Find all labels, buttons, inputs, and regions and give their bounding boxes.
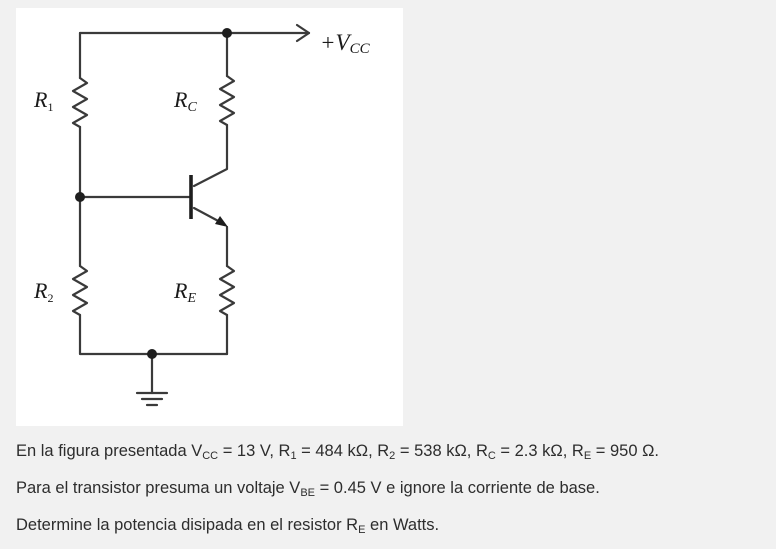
base-junction-dot [75, 192, 85, 202]
re-resistor [218, 264, 236, 317]
vcc-label: +VCC [320, 30, 371, 57]
emitter-arrowhead [215, 216, 228, 227]
rc-label: RC [173, 87, 197, 115]
r2-label: R2 [33, 278, 53, 305]
r2-bottom-wire [78, 313, 229, 356]
collector-wire [192, 123, 229, 188]
circuit-figure: +VCC R1 RC R2 RE [16, 8, 403, 426]
rc-resistor [218, 74, 236, 127]
ground-junction-dot [147, 349, 157, 359]
circuit-diagram: +VCC R1 RC R2 RE [33, 23, 371, 407]
problem-line-question: Determine la potencia disipada en el res… [16, 516, 440, 536]
problem-line-values: En la figura presentada VCC = 13 V, R1 =… [16, 442, 660, 462]
r1-label: R1 [33, 87, 53, 114]
r2-resistor [71, 264, 89, 317]
vcc-arrow [295, 23, 311, 43]
ground-symbol [135, 391, 169, 407]
r1-resistor [71, 76, 89, 129]
vcc-junction-dot [222, 28, 232, 38]
problem-statement: En la figura presentada VCC = 13 V, R1 =… [16, 438, 768, 549]
problem-line-assumption: Para el transistor presuma un voltaje VB… [16, 479, 600, 499]
re-label: RE [173, 278, 196, 306]
